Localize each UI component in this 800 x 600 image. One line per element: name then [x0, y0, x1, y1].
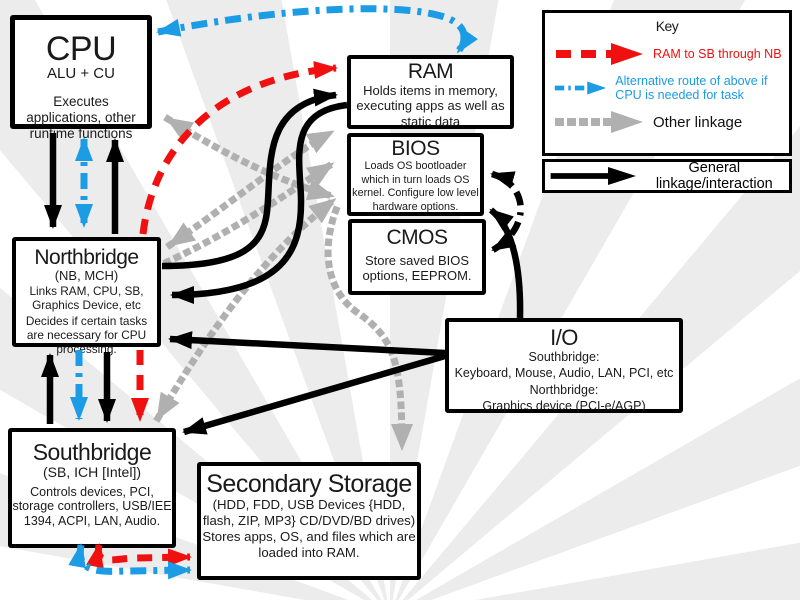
cpu-title: CPU: [45, 30, 117, 68]
cpu-subtitle: ALU + CU: [47, 64, 115, 82]
legend-label: Alternative route of above if CPU is nee…: [615, 73, 768, 103]
bios-description: Loads OS bootloader which in turn loads …: [352, 160, 479, 213]
blue-dash-dot-arrow-icon: [554, 81, 607, 95]
bios-box: BIOS Loads OS bootloader which in turn l…: [347, 133, 484, 216]
arrow-black-bios-cmos-loop: [490, 170, 524, 253]
cmos-title: CMOS: [386, 226, 449, 249]
northbridge-box: Northbridge (NB, MCH) Links RAM, CPU, SB…: [12, 237, 161, 356]
northbridge-description: Links RAM, CPU, SB, Graphics Device, etc: [29, 284, 144, 313]
cpu-description: Executes applications, other runtime fun…: [26, 94, 136, 142]
arrow-red-nb-to-ram: [139, 61, 338, 235]
cpu-box: CPU ALU + CU Executes applications, othe…: [10, 15, 152, 141]
io-line-northbridge-devices: Graphics device (PCI-e/AGP): [482, 398, 646, 413]
ram-title: RAM: [407, 60, 454, 83]
io-box: I/O Southbridge: Keyboard, Mouse, Audio,…: [445, 318, 683, 413]
legend-label: Other linkage: [653, 113, 743, 131]
northbridge-title: Northbridge: [34, 246, 139, 269]
legend-item-ram-to-sb: RAM to SB through NB: [553, 41, 783, 67]
legend-general-label: General linkage/interaction: [655, 160, 773, 192]
legend-label: RAM to SB through NB: [653, 46, 782, 61]
arrow-gray-sb-bios: [153, 195, 339, 423]
io-line-northbridge: Northbridge:: [529, 382, 599, 397]
black-solid-arrow-icon: [550, 166, 636, 186]
arrow-blue-cpu-ram: [156, 5, 478, 55]
bios-title: BIOS: [391, 137, 440, 160]
io-title: I/O: [550, 325, 578, 350]
southbridge-subtitle: (SB, ICH [Intel]): [42, 464, 142, 481]
io-line-southbridge-devices: Keyboard, Mouse, Audio, LAN, PCI, etc: [454, 366, 674, 381]
arrow-gray-nb-bios-lower: [162, 159, 337, 267]
northbridge-subtitle: (NB, MCH): [54, 268, 119, 284]
arrow-gray-nb-bios-upper: [165, 127, 337, 250]
legend-item-alternative-route: Alternative route of above if CPU is nee…: [553, 74, 783, 103]
arrow-black-io-to-nb: [168, 331, 446, 357]
northbridge-description-2: Decides if certain tasks are necessary f…: [25, 314, 148, 356]
arrow-gray-cpu-bios: [163, 114, 337, 201]
secondary-storage-description: (HDD, FDD, USB Devices {HDD, flash, ZIP,…: [202, 497, 416, 529]
legend-general-box: General linkage/interaction: [542, 159, 792, 193]
gray-dotted-arrow-icon: [555, 111, 643, 134]
cmos-box: CMOS Store saved BIOS options, EEPROM.: [348, 219, 486, 295]
secondary-storage-box: Secondary Storage (HDD, FDD, USB Devices…: [197, 462, 421, 580]
arrow-black-nb-to-ram: [161, 88, 338, 270]
arrow-black-io-to-sb: [182, 352, 446, 436]
secondary-storage-title: Secondary Storage: [206, 470, 412, 498]
legend-title: Key: [655, 18, 679, 34]
secondary-storage-description-2: Stores apps, OS, and files which are loa…: [202, 528, 416, 560]
arrow-black-io-to-bios: [488, 207, 524, 319]
southbridge-title: Southbridge: [32, 439, 152, 465]
ram-description: Holds items in memory, executing apps as…: [356, 83, 505, 129]
arrow-black-ram-to-nb: [170, 101, 348, 304]
ram-box: RAM Holds items in memory, executing app…: [347, 55, 514, 129]
legend-box: Key RAM to SB through NB Alternative rou…: [542, 10, 792, 156]
arrow-blue-sb-storage: [68, 543, 192, 580]
io-line-southbridge: Southbridge:: [528, 350, 600, 365]
southbridge-box: Southbridge (SB, ICH [Intel]) Controls d…: [8, 428, 176, 548]
cmos-description: Store saved BIOS options, EEPROM.: [362, 253, 472, 284]
legend-item-other-linkage: Other linkage: [553, 109, 783, 135]
southbridge-description: Controls devices, PCI, storage controlle…: [12, 484, 172, 529]
red-dashed-arrow-icon: [556, 42, 643, 65]
